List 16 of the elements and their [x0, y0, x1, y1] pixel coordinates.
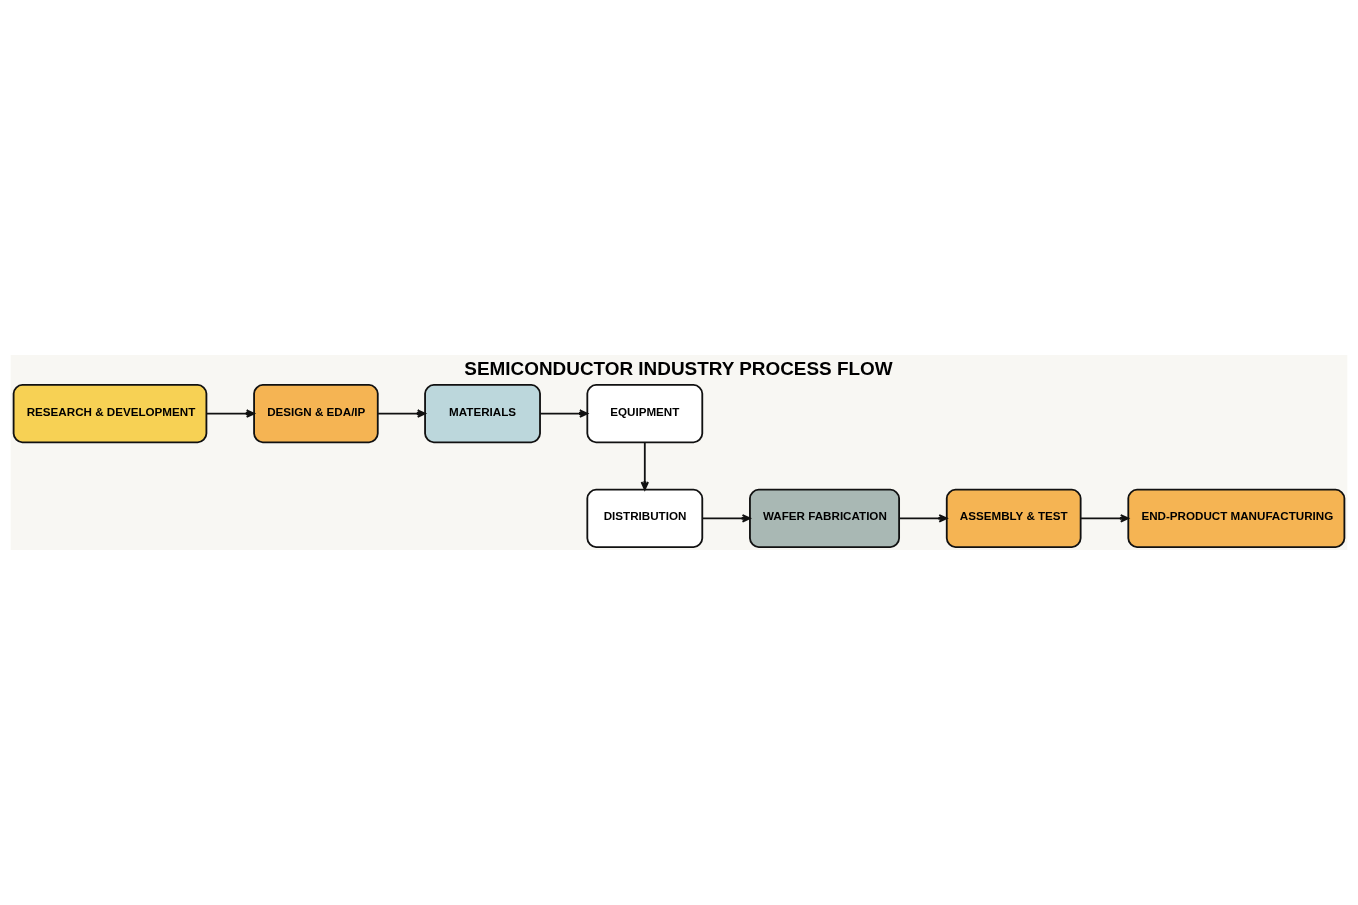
node-box: RESEARCH & DEVELOPMENT	[12, 383, 208, 444]
node-box: ASSEMBLY & TEST	[945, 488, 1082, 548]
arrow	[640, 441, 649, 491]
arrow	[898, 514, 948, 523]
diagram-title: SEMICONDUCTOR INDUSTRY PROCESS FLOW	[464, 358, 893, 380]
node-box: MATERIALS	[424, 383, 541, 444]
node-box: EQUIPMENT	[586, 383, 704, 444]
node-box: WAFER FABRICATION	[749, 488, 900, 548]
node-box: END-PRODUCT MANUFACTURING	[1127, 488, 1346, 548]
arrow	[539, 409, 589, 418]
arrow	[205, 409, 255, 418]
node-box: DESIGN & EDA/IP	[253, 383, 379, 444]
node-box: DISTRIBUTION	[586, 488, 704, 548]
arrow	[1079, 514, 1129, 523]
arrow	[701, 514, 751, 523]
arrow	[377, 409, 426, 418]
